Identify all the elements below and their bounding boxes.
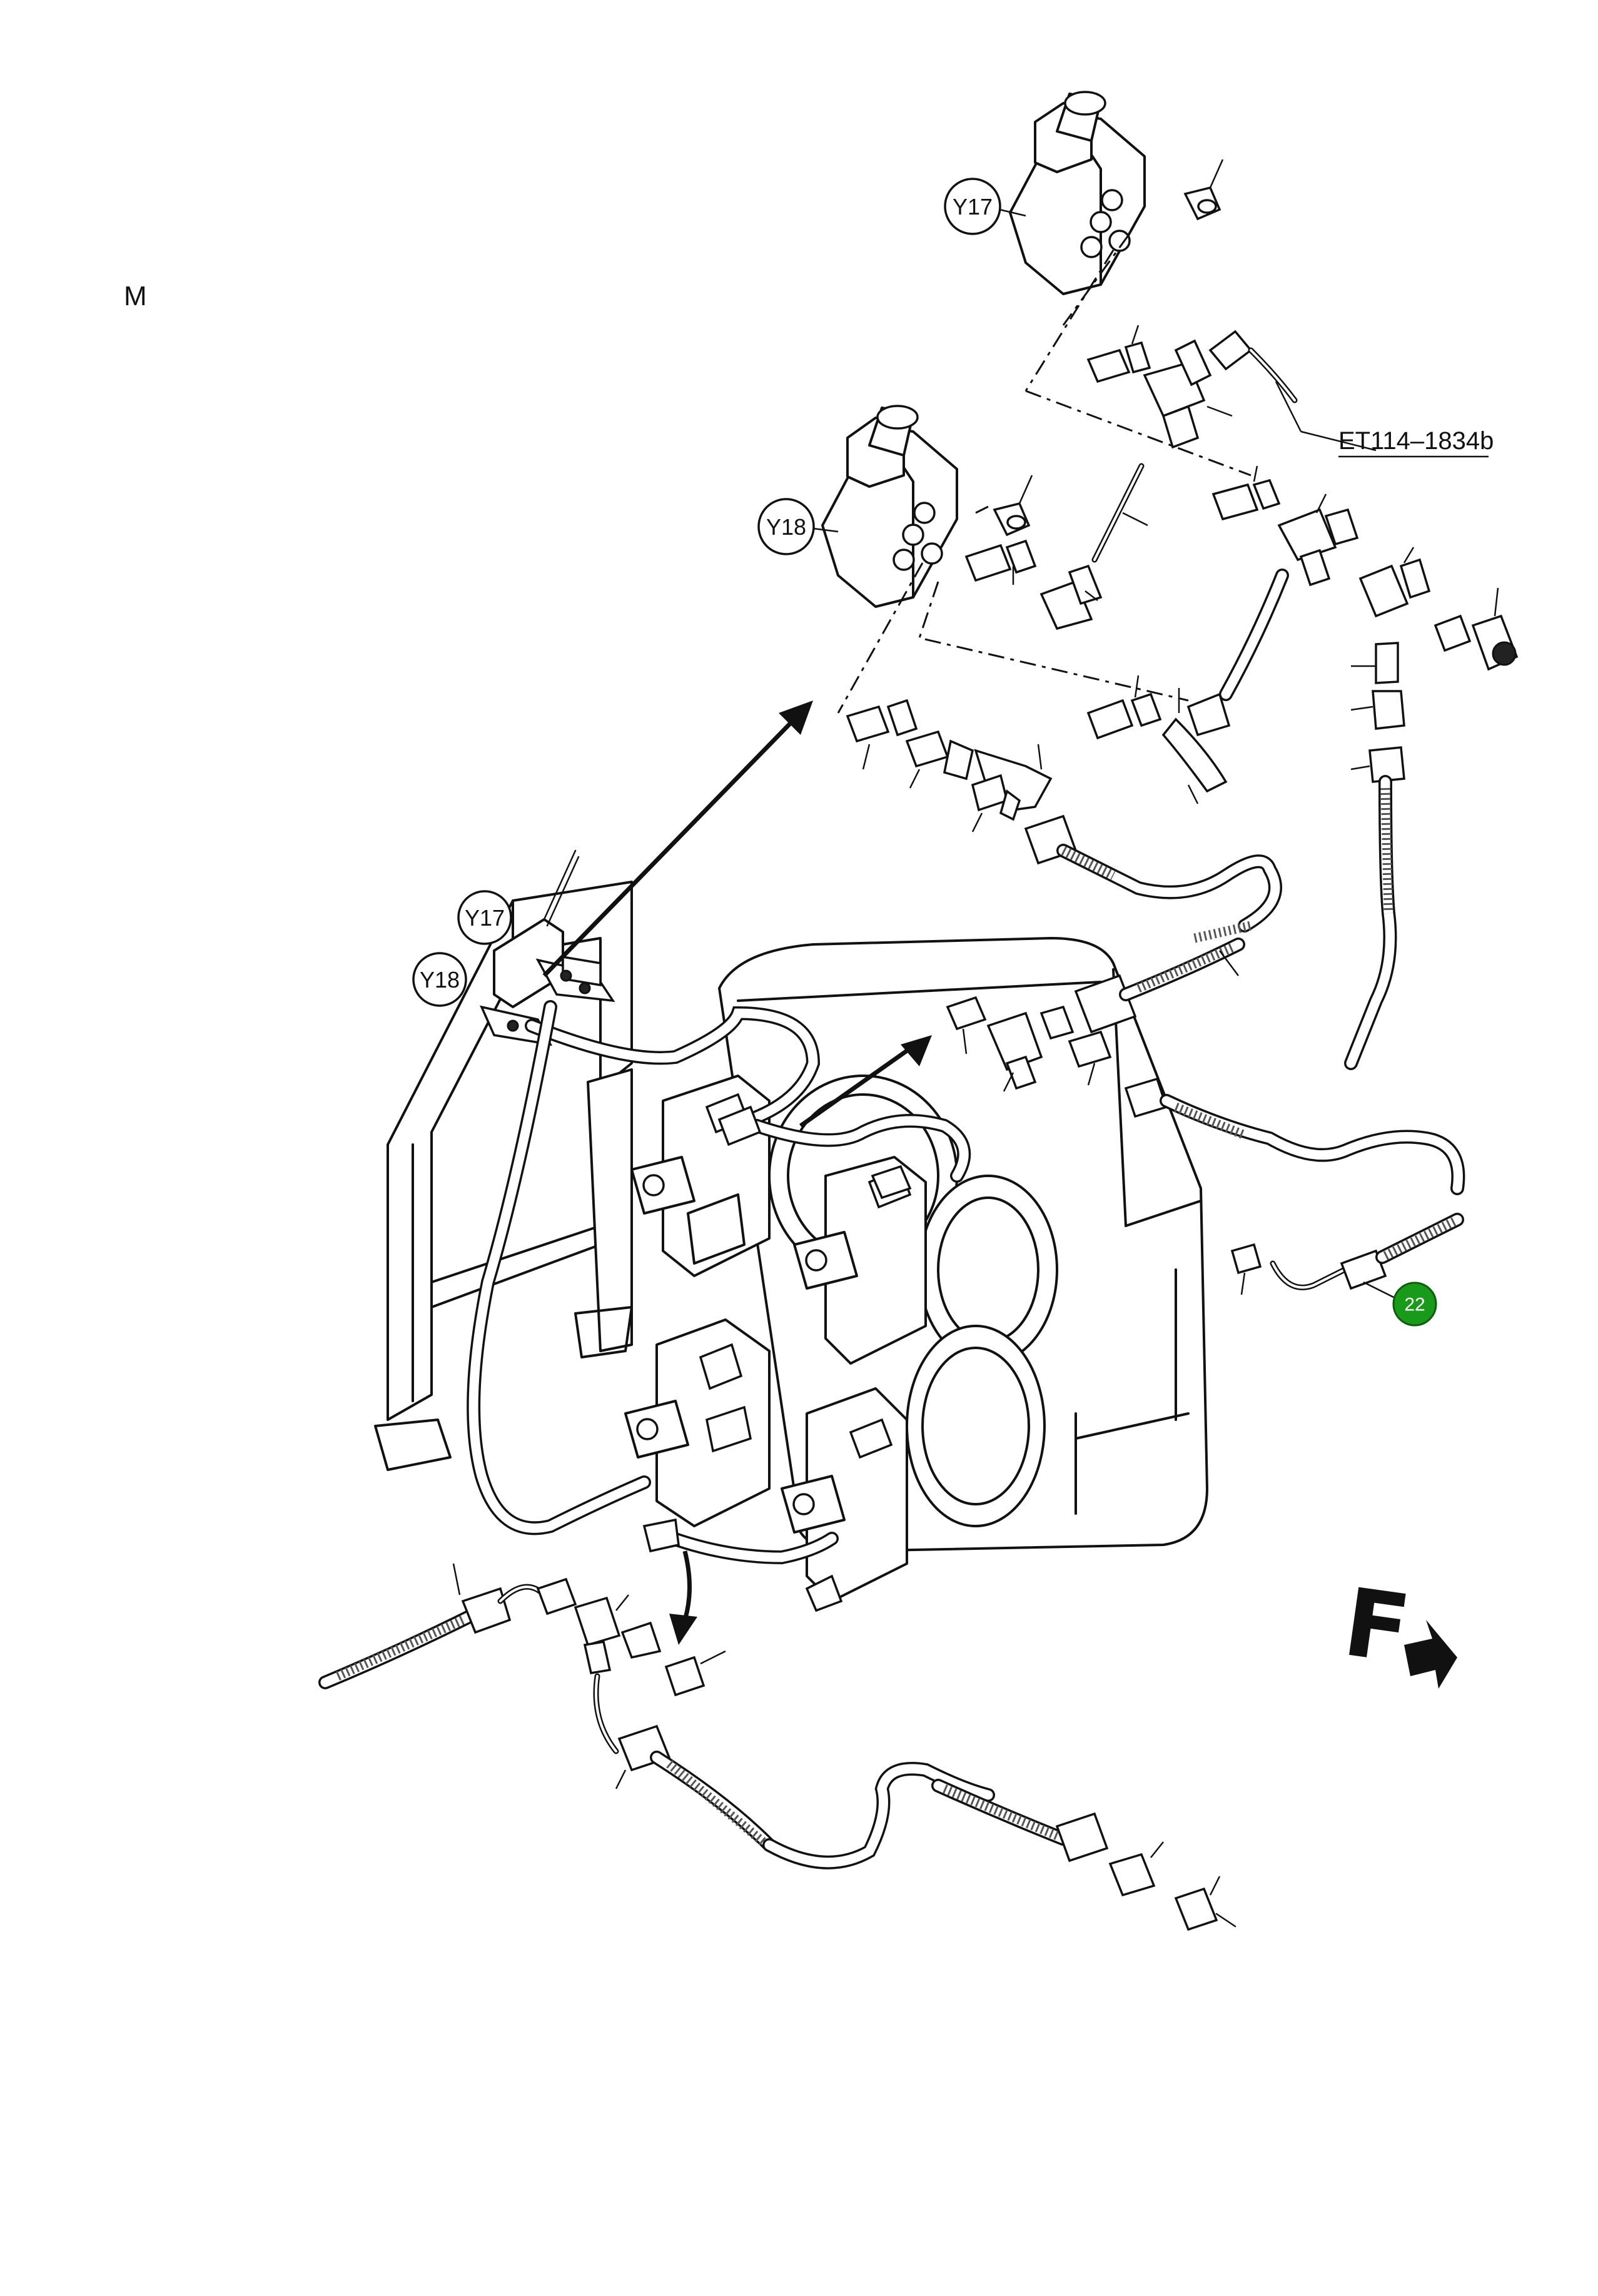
valve-y17-detail: Y17 (944, 91, 1146, 295)
plug-fitting (993, 475, 1033, 537)
valve-y17-overview-label: Y17 (465, 905, 505, 931)
valve-y18-detail-label: Y18 (766, 514, 806, 540)
middle-right-detail (946, 938, 1465, 1195)
front-marker-letter: F (1337, 1568, 1416, 1685)
drawing-reference: ET114–1834b (1338, 427, 1494, 455)
plug-fitting (1183, 159, 1224, 221)
short-hose (1161, 569, 1289, 804)
drum-lower (906, 1325, 1046, 1527)
motor-block-1 (630, 1075, 771, 1277)
motor-block-4 (781, 1387, 908, 1602)
valve-y17-detail-bubble (944, 178, 1001, 235)
fitting-chain-lower (846, 675, 1162, 865)
valve-y18-overview-bubble (412, 952, 467, 1007)
detail-arrow-lower (669, 1550, 697, 1645)
motor-block-3 (624, 1318, 771, 1527)
detail-arrow-upper (542, 700, 813, 978)
assembly-centerlines (837, 234, 1252, 714)
support-frame (374, 881, 633, 1471)
valve-y18-detail: Y18 (757, 405, 958, 608)
hose-item-22 (1230, 1213, 1464, 1302)
valve-y18-detail-bubble (757, 498, 815, 555)
sheet-mark: M (124, 281, 147, 311)
fitting-chain-y17 (1086, 325, 1377, 452)
long-hose-upper (1056, 844, 1282, 943)
valve-y17-detail-label: Y17 (953, 194, 993, 220)
vertical-hose-right (1344, 642, 1405, 1070)
valve-block-overview: Y17 Y18 (412, 849, 615, 1046)
valve-y17-overview-bubble (457, 890, 512, 945)
callout-22-circle[interactable] (1392, 1282, 1437, 1327)
fitting-chain-y18 (964, 539, 1103, 630)
callout-22[interactable]: 22 (1392, 1282, 1437, 1327)
callout-22-number[interactable]: 22 (1404, 1295, 1425, 1315)
tee-assembly (1211, 465, 1519, 671)
detail-arrow-middle (799, 1035, 932, 1128)
lower-left-detail (318, 1563, 1236, 1931)
overview-hoses (467, 1000, 971, 1612)
front-direction-marker: F (1337, 1568, 1457, 1689)
valve-y18-overview-label: Y18 (420, 967, 460, 993)
rigid-pipe (1091, 463, 1148, 563)
arrow-right-icon (1404, 1620, 1457, 1689)
